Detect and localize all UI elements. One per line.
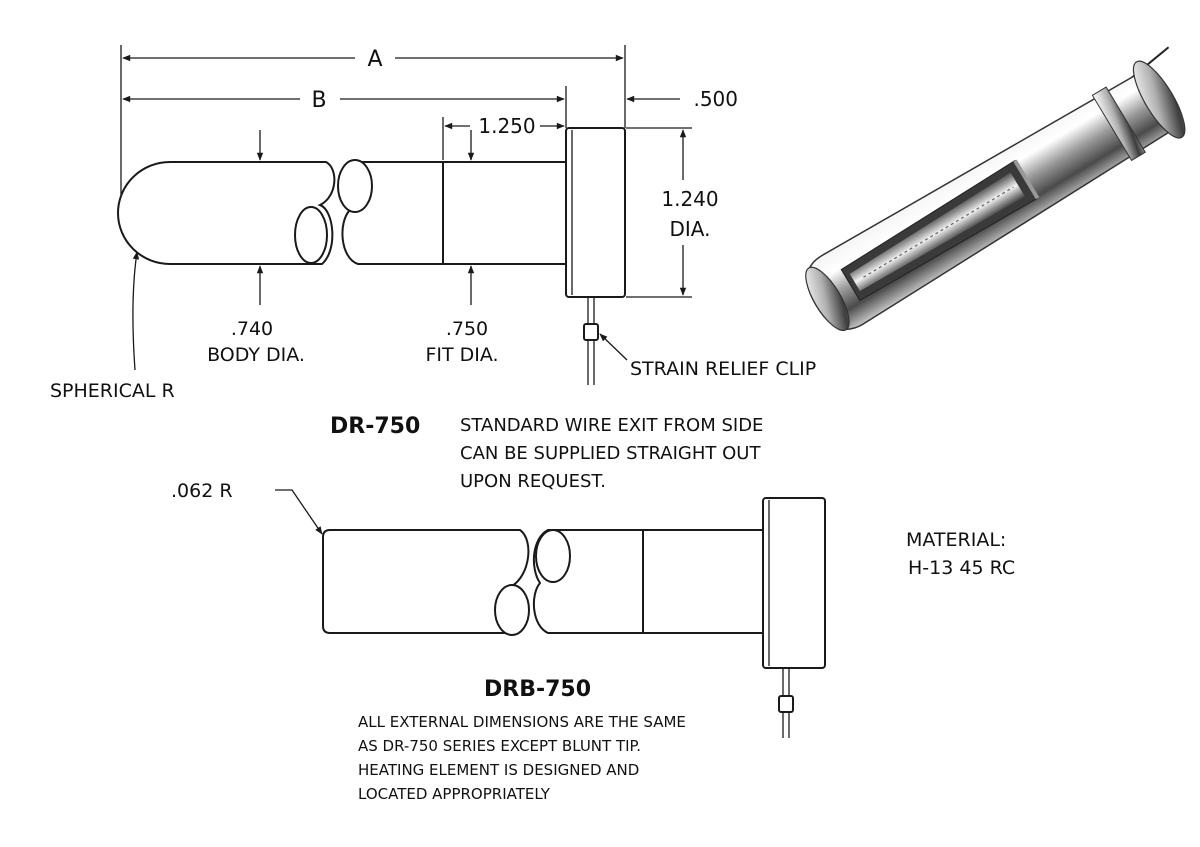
spherical-r-leader — [132, 251, 140, 371]
fit-dia-label: FIT DIA. — [425, 344, 498, 366]
drb750-fit-section — [642, 529, 764, 634]
drb750-note-line-1: ALL EXTERNAL DIMENSIONS ARE THE SAME — [358, 713, 686, 731]
drb750-drawing: .062 R DRB-750 ALL EXTERNAL DIMENSIONS A… — [171, 480, 826, 803]
fit-dia-value: .750 — [446, 318, 488, 340]
dr750-title: DR-750 — [330, 414, 420, 439]
strain-relief-label: STRAIN RELIEF CLIP — [630, 358, 816, 380]
render-collar — [1091, 86, 1146, 162]
dim-a-label: A — [367, 47, 382, 72]
body-dia-label: BODY DIA. — [207, 344, 305, 366]
render-coil-line — [863, 186, 1014, 278]
material-value: H-13 45 RC — [908, 557, 1015, 579]
dim-flange-dia-suffix: DIA. — [670, 217, 711, 241]
material-label: MATERIAL: — [906, 529, 1006, 551]
spherical-r-label: SPHERICAL R — [50, 380, 175, 402]
dr750-flange — [565, 127, 626, 298]
body-dia-value: .740 — [231, 318, 273, 340]
corner-radius-label: .062 R — [171, 480, 233, 502]
dim-flange-dia: 1.240 — [661, 187, 718, 211]
drb-strain-relief-clip — [778, 695, 794, 713]
render-thread — [1013, 159, 1040, 200]
strain-relief-clip — [583, 323, 599, 341]
clip-leader — [599, 333, 628, 361]
drb750-title: DRB-750 — [484, 677, 591, 702]
render-heating-element — [849, 172, 1025, 291]
dr750-note-line-1: STANDARD WIRE EXIT FROM SIDE — [460, 415, 763, 436]
drb750-note-line-4: LOCATED APPROPRIATELY — [358, 785, 551, 803]
dr750-note-line-3: UPON REQUEST. — [460, 471, 606, 492]
drb750-flange — [762, 497, 826, 669]
dim-b-label: B — [311, 88, 326, 113]
break-ellipse-right — [337, 159, 373, 213]
drb-break-ellipse-right — [535, 529, 571, 583]
dr750-body-tip — [117, 161, 336, 265]
render-flange — [1132, 60, 1186, 139]
render-tip — [805, 266, 850, 332]
dr750-note-line-2: CAN BE SUPPLIED STRAIGHT OUT — [460, 443, 761, 464]
dim-flange-length: .500 — [693, 87, 738, 111]
corner-radius-leader — [275, 489, 323, 535]
break-ellipse-left — [294, 206, 328, 264]
heater-3d-render — [805, 46, 1186, 332]
drb750-note-line-2: AS DR-750 SERIES EXCEPT BLUNT TIP. — [358, 737, 641, 755]
drb-break-ellipse-left — [494, 584, 530, 636]
dim-fit-length: 1.250 — [478, 114, 535, 138]
dr750-drawing: A B .500 1.250 1.240 DIA. .740 BODY DIA.… — [50, 45, 816, 492]
drb750-note-line-3: HEATING ELEMENT IS DESIGNED AND — [358, 761, 639, 779]
dr750-fit-section — [442, 161, 567, 265]
